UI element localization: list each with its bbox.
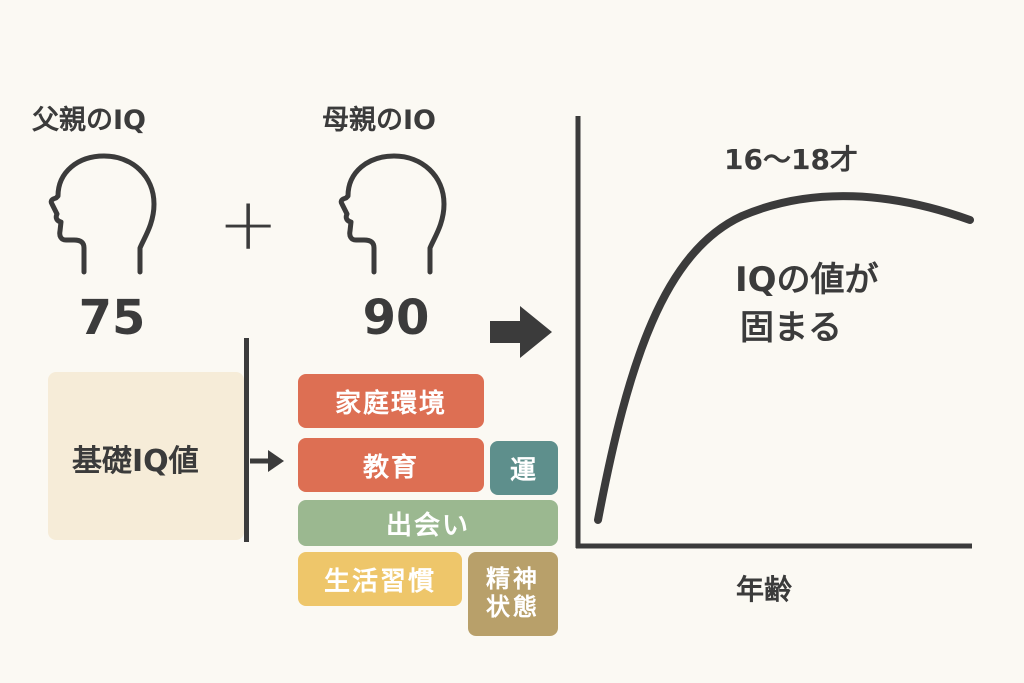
head-profile-icon <box>334 152 452 278</box>
mother-iq-label: 母親のIO <box>322 105 436 136</box>
factor-mental-state-line1: 精神 <box>486 565 540 594</box>
father-iq-label: 父親のIQ <box>32 105 146 136</box>
factor-encounters: 出会い <box>298 500 558 546</box>
peak-age-label: 16～18才 <box>724 143 858 176</box>
graph-text-line2: 固まる <box>740 308 842 348</box>
mother-iq-value: 90 <box>362 290 430 346</box>
head-profile-icon <box>44 152 162 278</box>
plus-operator: + <box>218 182 279 266</box>
arrow-right-icon <box>250 446 286 480</box>
iq-growth-graph <box>572 112 982 566</box>
base-iq-box <box>48 372 244 540</box>
factor-education: 教育 <box>298 438 484 492</box>
arrow-right-icon <box>490 304 554 364</box>
graph-text-line1: IQの値が <box>735 260 879 300</box>
base-iq-label: 基礎IQ値 <box>72 444 199 479</box>
divider-line <box>244 338 249 542</box>
factor-lifestyle-habits: 生活習慣 <box>298 552 462 606</box>
iq-curve <box>594 192 974 524</box>
factor-home-environment: 家庭環境 <box>298 374 484 428</box>
x-axis-label: 年齢 <box>736 573 793 606</box>
factor-luck: 運 <box>490 441 558 495</box>
father-iq-value: 75 <box>78 290 146 346</box>
factor-mental-state: 精神 状態 <box>468 552 558 636</box>
factor-mental-state-line2: 状態 <box>486 593 540 621</box>
